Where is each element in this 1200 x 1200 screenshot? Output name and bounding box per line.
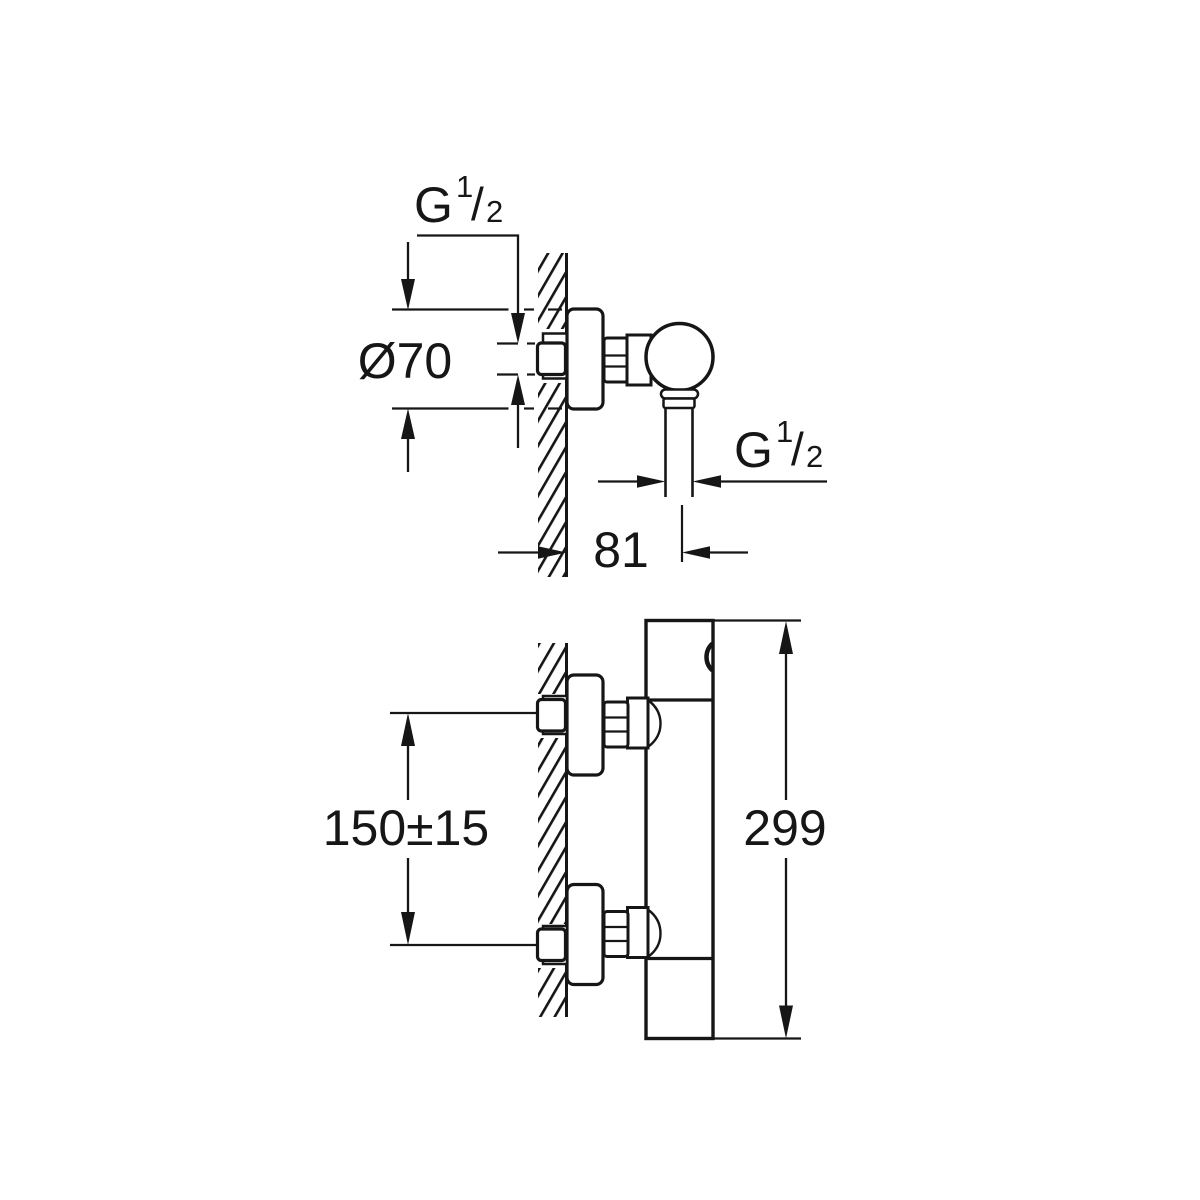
body-union-arc xyxy=(647,699,662,748)
union-bottom xyxy=(535,882,662,987)
union-connector xyxy=(626,906,650,959)
overall-height-label: 299 xyxy=(743,800,826,856)
plan-view: G 1 / 2 Ø70 G xyxy=(358,169,827,578)
outlet-thread-label: G 1 / 2 xyxy=(734,414,823,478)
hex-nut xyxy=(602,336,630,384)
escutcheon-diameter-label: Ø70 xyxy=(358,333,453,389)
mixer-body-top xyxy=(644,321,715,393)
outlet-collar xyxy=(662,397,696,410)
square-union-nut xyxy=(535,341,568,377)
connection-spacing-label: 150±15 xyxy=(323,800,489,856)
dimension-overall-height: 299 xyxy=(714,619,827,1040)
outlet-collar-flange xyxy=(659,388,700,400)
dimension-outlet-thread: G 1 / 2 xyxy=(598,414,827,488)
union-top xyxy=(535,673,662,777)
dimension-wall-to-outlet: 81 xyxy=(498,505,748,578)
body-top-detail-arc xyxy=(704,641,715,673)
escutcheon xyxy=(565,882,605,987)
escutcheon xyxy=(565,307,605,411)
wall-hatching xyxy=(538,253,566,577)
mixer-body xyxy=(644,618,715,1041)
inlet-thread-label: G 1 / 2 xyxy=(414,169,503,233)
union-connector xyxy=(626,696,650,750)
escutcheon xyxy=(565,673,605,777)
body-union-arc xyxy=(647,909,662,958)
dimension-escutcheon-diameter: Ø70 xyxy=(358,242,562,472)
side-view: 150±15 299 xyxy=(323,618,827,1041)
square-union-nut xyxy=(535,927,568,963)
dimension-inlet-thread: G 1 / 2 xyxy=(414,169,535,448)
square-union-nut xyxy=(535,697,568,733)
hex-nut xyxy=(602,700,630,749)
wall-to-outlet-label: 81 xyxy=(593,522,649,578)
hex-nut xyxy=(602,910,630,958)
dimension-connection-spacing: 150±15 xyxy=(323,711,537,947)
